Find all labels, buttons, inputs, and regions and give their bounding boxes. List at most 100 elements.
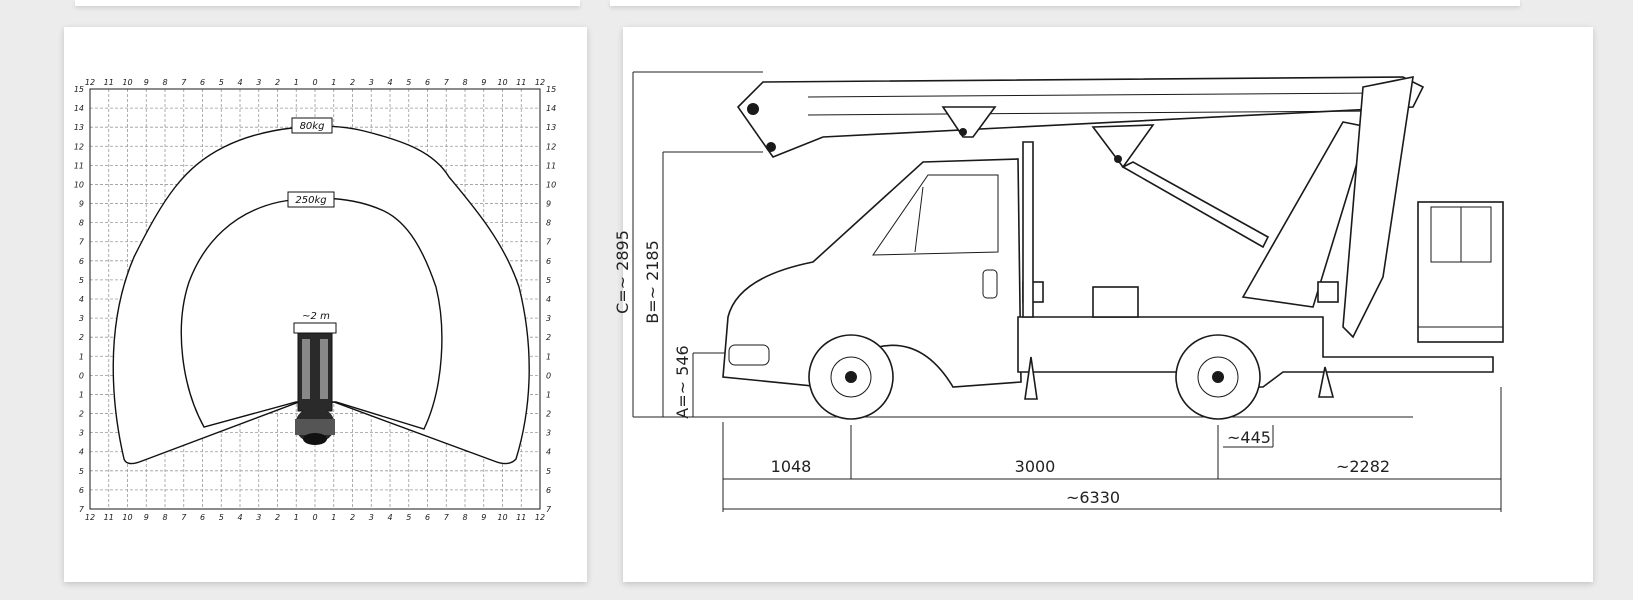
x-tick-label: 4 [237, 78, 242, 87]
x-tick-label: 2 [275, 513, 280, 522]
x-tick-label: 11 [516, 513, 526, 522]
chassis [1017, 316, 1494, 388]
x-tick-label: 10 [122, 78, 132, 87]
x-tick-label: 7 [444, 78, 450, 87]
rear-wheel [1175, 334, 1261, 420]
top-card-edge-right [610, 0, 1520, 6]
x-tick-label: 7 [444, 513, 450, 522]
y-tick-label: 5 [546, 276, 551, 285]
side-view-drawing: C=~ 2895 B=~ 2185 A=~ 546 1048 3000 ~228… [613, 71, 1504, 512]
y-tick-label: 5 [546, 467, 551, 476]
x-tick-label: 9 [144, 513, 149, 522]
y-tick-label: 0 [546, 371, 551, 380]
y-tick-label: 5 [79, 276, 84, 285]
y-tick-label: 3 [546, 429, 551, 438]
x-tick-label: 9 [144, 78, 149, 87]
x-tick-label: 2 [350, 513, 355, 522]
x-tick-label: 9 [481, 78, 486, 87]
y-tick-label: 9 [79, 200, 84, 209]
y-tick-label: 2 [546, 410, 551, 419]
x-tick-label: 8 [162, 78, 167, 87]
y-tick-label: 13 [74, 123, 84, 132]
y-tick-label: 2 [79, 333, 84, 342]
x-tick-label: 10 [497, 513, 507, 522]
y-tick-label: 1 [79, 352, 84, 361]
x-tick-label: 10 [497, 78, 507, 87]
y-tick-label: 15 [546, 85, 556, 94]
x-tick-label: 6 [200, 513, 205, 522]
y-tick-label: 10 [546, 180, 556, 189]
x-tick-label: 1 [331, 78, 336, 87]
x-tick-label: 5 [406, 78, 411, 87]
x-tick-label: 11 [104, 513, 114, 522]
x-tick-label: 5 [406, 513, 411, 522]
x-tick-label: 11 [104, 78, 114, 87]
x-tick-label: 10 [122, 513, 132, 522]
y-tick-label: 4 [546, 295, 551, 304]
y-tick-label: 7 [79, 505, 85, 514]
y-tick-label: 12 [546, 142, 556, 151]
y-tick-label: 6 [79, 486, 84, 495]
x-tick-label: 1 [294, 513, 299, 522]
x-tick-label: 12 [85, 78, 95, 87]
x-tick-label: 9 [481, 513, 486, 522]
y-tick-label: 4 [546, 448, 551, 457]
y-tick-label: 3 [79, 429, 84, 438]
y-tick-label: 14 [546, 104, 556, 113]
x-tick-label: 2 [350, 78, 355, 87]
x-tick-label: 1 [294, 78, 299, 87]
x-tick-label: 3 [369, 513, 374, 522]
y-tick-label: 7 [546, 505, 552, 514]
y-tick-label: 7 [79, 238, 85, 247]
x-tick-label: 0 [312, 78, 317, 87]
x-tick-label: 1 [331, 513, 336, 522]
y-tick-label: 11 [546, 161, 556, 170]
x-tick-label: 5 [219, 513, 224, 522]
front-wheel [808, 334, 894, 420]
wheelbase-label: 3000 [1015, 457, 1056, 476]
vehicle-rear-view: ~2 m [293, 311, 337, 445]
x-tick-label: 6 [425, 78, 430, 87]
rear-offset-label: ~445 [1227, 428, 1271, 447]
y-tick-label: 8 [546, 219, 551, 228]
work-basket [1417, 201, 1504, 343]
x-tick-label: 4 [237, 513, 242, 522]
outer-envelope-label: 80kg [300, 121, 325, 132]
top-card-edge-left [75, 0, 580, 6]
y-tick-label: 13 [546, 123, 556, 132]
y-tick-label: 6 [546, 486, 551, 495]
y-tick-label: 8 [79, 219, 84, 228]
y-tick-label: 11 [74, 161, 84, 170]
y-tick-label: 3 [79, 314, 84, 323]
y-tick-label: 10 [74, 180, 84, 189]
x-tick-label: 3 [369, 78, 374, 87]
y-tick-label: 2 [79, 410, 84, 419]
x-tick-label: 12 [85, 513, 95, 522]
rear-overhang-label: ~2282 [1336, 457, 1390, 476]
y-tick-label: 5 [79, 467, 84, 476]
y-tick-label: 6 [79, 257, 84, 266]
y-tick-label: 6 [546, 257, 551, 266]
x-tick-label: 8 [462, 513, 467, 522]
x-tick-label: 7 [181, 78, 187, 87]
truck-illustration [722, 75, 1504, 420]
x-tick-label: 6 [200, 78, 205, 87]
x-tick-label: 5 [219, 78, 224, 87]
y-tick-label: 1 [79, 390, 84, 399]
vehicle-width-label: ~2 m [302, 311, 330, 322]
y-tick-label: 3 [546, 314, 551, 323]
x-tick-label: 0 [312, 513, 317, 522]
y-tick-label: 12 [74, 142, 84, 151]
side-view-card: C=~ 2895 B=~ 2185 A=~ 546 1048 3000 ~228… [613, 27, 1593, 582]
outer-envelope-label-box [291, 117, 333, 134]
x-tick-label: 12 [535, 513, 545, 522]
x-tick-label: 4 [387, 78, 392, 87]
grid-frame [89, 88, 541, 510]
y-tick-label: 1 [546, 352, 551, 361]
height-C-label: C=~ 2895 [613, 230, 632, 314]
